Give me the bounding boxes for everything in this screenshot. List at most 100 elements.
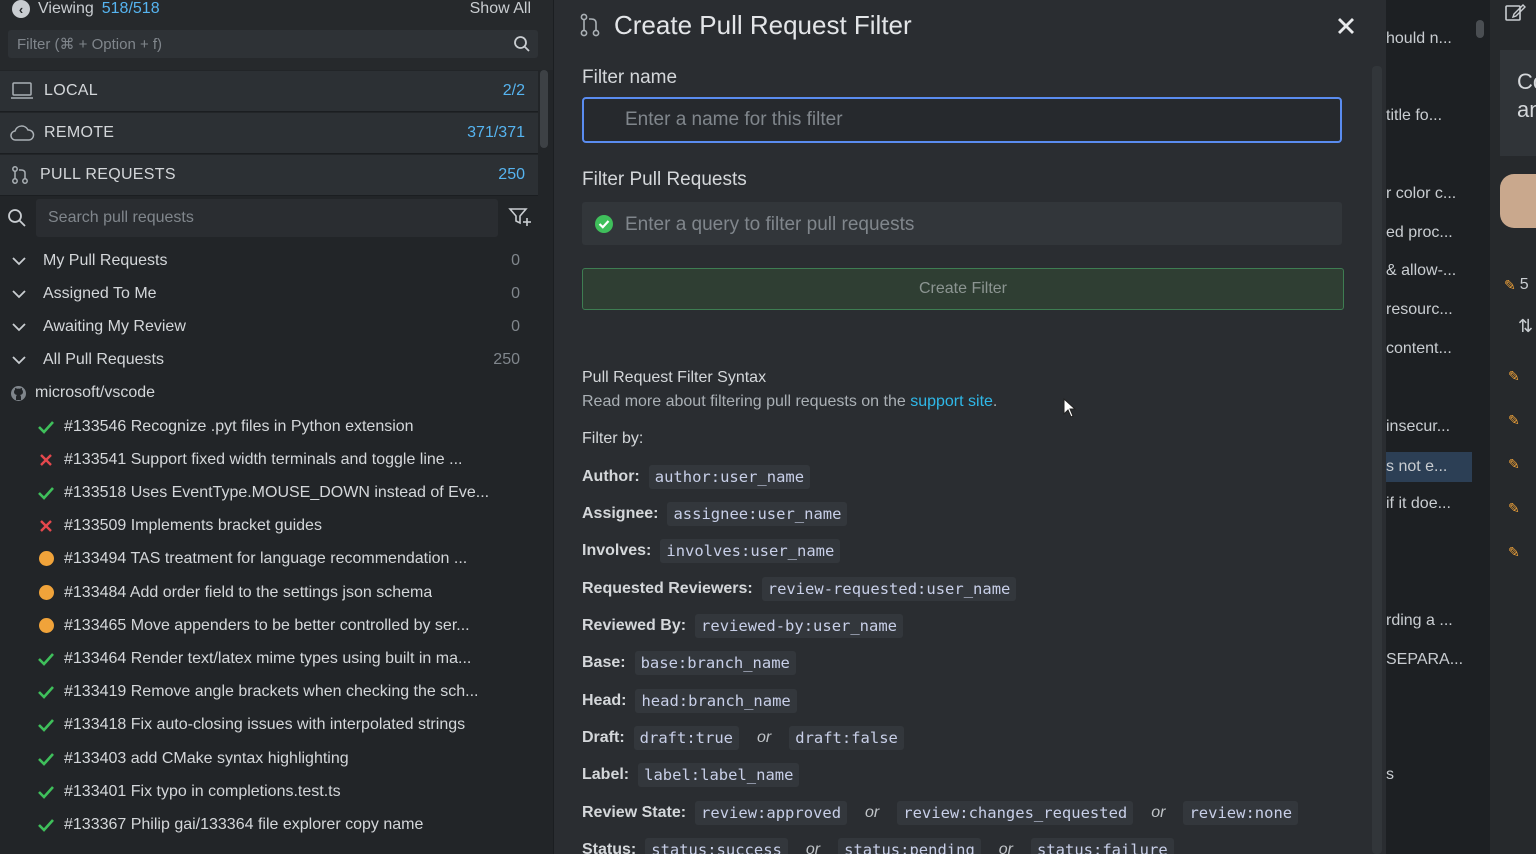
create-filter-button[interactable]: Create Filter [582, 268, 1344, 310]
syntax-title: Pull Request Filter Syntax [582, 369, 767, 386]
section-pull-requests[interactable]: PULL REQUESTS 250 [0, 155, 538, 196]
pencil-icon[interactable]: ✎ [1508, 412, 1520, 428]
pr-search-row: Search pull requests [0, 198, 538, 240]
background-snippet: ed proc... [1386, 224, 1453, 241]
syntax-row: Label:label:label_name [582, 761, 800, 789]
filter-name-field[interactable] [582, 97, 1342, 143]
filter-placeholder: Filter (⌘ + Option + f) [17, 36, 163, 53]
pull-request-title: #133546 Recognize .pyt files in Python e… [64, 417, 414, 435]
syntax-code: status:success [645, 838, 788, 854]
viewing-indicator: ‹ Viewing 518/518 [12, 0, 160, 18]
chevron-down-icon [12, 256, 26, 265]
syntax-row: Requested Reviewers:review-requested:use… [582, 575, 1017, 603]
syntax-row: Reviewed By:reviewed-by:user_name [582, 612, 904, 640]
pull-request-item[interactable]: #133419 Remove angle brackets when check… [36, 675, 526, 708]
pull-request-item[interactable]: #133465 Move appenders to be better cont… [36, 609, 526, 642]
pencil-icon[interactable]: ✎ [1508, 456, 1520, 472]
filter-input[interactable]: Filter (⌘ + Option + f) [8, 30, 538, 58]
query-input[interactable] [622, 202, 1327, 247]
background-snippet: resourc... [1386, 301, 1453, 318]
pencil-icon[interactable]: ✎ [1508, 500, 1520, 516]
pending-dot-icon [36, 618, 56, 633]
sidebar-scrollbar[interactable] [540, 70, 548, 148]
pull-request-icon [12, 166, 28, 184]
dialog-scrollbar[interactable] [1372, 66, 1382, 854]
show-all-button[interactable]: Show All [469, 0, 531, 17]
pull-request-item[interactable]: #133403 add CMake syntax highlighting [36, 742, 526, 775]
pull-request-item[interactable]: #133464 Render text/latex mime types usi… [36, 642, 526, 675]
or-separator: or [1151, 804, 1166, 821]
group-label: My Pull Requests [43, 251, 168, 269]
background-snippet: & allow-... [1386, 262, 1457, 279]
pull-request-title: #133367 Philip gai/133364 file explorer … [64, 815, 424, 833]
pr-search-placeholder: Search pull requests [48, 209, 194, 226]
section-label: REMOTE [44, 124, 115, 141]
syntax-label: Reviewed By: [582, 617, 687, 634]
pull-request-item[interactable]: #133367 Philip gai/133364 file explorer … [36, 808, 526, 841]
pull-request-item[interactable]: #133509 Implements bracket guides [36, 509, 526, 542]
background-snippet: rding a ... [1386, 612, 1453, 629]
syntax-code: draft:true [633, 726, 739, 750]
pull-request-item[interactable]: #133401 Fix typo in completions.test.ts [36, 775, 526, 808]
pencil-icon: ✎ [1504, 276, 1516, 293]
group-awaiting-my-review[interactable]: Awaiting My Review 0 [0, 310, 538, 343]
background-scrollbar[interactable] [1476, 20, 1484, 38]
or-separator: or [805, 841, 821, 854]
syntax-label: Assignee: [582, 505, 659, 522]
group-my-pull-requests[interactable]: My Pull Requests 0 [0, 244, 538, 277]
support-site-link[interactable]: support site [910, 393, 993, 410]
pull-request-item[interactable]: #133494 TAS treatment for language recom… [36, 542, 526, 575]
search-icon [8, 209, 26, 227]
syntax-label: Head: [582, 692, 627, 709]
pr-search-input[interactable]: Search pull requests [36, 199, 498, 237]
pull-request-item[interactable]: #133484 Add order field to the settings … [36, 576, 526, 609]
check-icon [36, 785, 56, 799]
back-icon[interactable]: ‹ [12, 0, 30, 18]
check-icon [36, 685, 56, 699]
syntax-code: label:label_name [638, 763, 800, 787]
cloud-icon [10, 125, 35, 141]
pull-request-item[interactable]: #133546 Recognize .pyt files in Python e… [36, 410, 526, 443]
background-snippet: if it doe... [1386, 495, 1451, 512]
syntax-code: review-requested:user_name [761, 577, 1017, 601]
pull-request-title: #133541 Support fixed width terminals an… [64, 450, 463, 468]
edit-icon[interactable] [1504, 2, 1526, 24]
or-separator: or [865, 804, 880, 821]
close-button[interactable] [1333, 13, 1359, 39]
section-local[interactable]: LOCAL 2/2 [0, 71, 538, 112]
section-label: LOCAL [44, 82, 98, 99]
group-assigned-to-me[interactable]: Assigned To Me 0 [0, 277, 538, 310]
section-label: PULL REQUESTS [40, 166, 176, 183]
section-count: 2/2 [502, 82, 525, 99]
pull-request-item[interactable]: #133541 Support fixed width terminals an… [36, 443, 526, 476]
filter-add-icon[interactable] [508, 206, 532, 228]
background-snippet: SEPARA... [1386, 651, 1464, 668]
avatar [1500, 174, 1536, 228]
pull-request-item[interactable]: #133418 Fix auto-closing issues with int… [36, 708, 526, 741]
filter-name-input[interactable] [584, 99, 1340, 141]
viewing-count: 518/518 [101, 0, 160, 17]
check-icon [36, 752, 56, 766]
create-filter-dialog: Create Pull Request Filter Filter name F… [554, 0, 1386, 854]
filter-prs-label: Filter Pull Requests [582, 169, 747, 190]
query-field[interactable] [582, 202, 1342, 247]
syntax-label: Status: [582, 841, 637, 854]
repo-header[interactable]: microsoft/vscode [10, 382, 155, 404]
chevron-down-icon [12, 289, 26, 298]
group-all-pull-requests[interactable]: All Pull Requests 250 [0, 343, 538, 376]
check-icon [36, 420, 56, 434]
syntax-row: Assignee:assignee:user_name [582, 500, 848, 528]
background-snippet: title fo... [1386, 107, 1443, 124]
sort-icon[interactable]: ⇅ [1518, 316, 1534, 336]
pencil-icon[interactable]: ✎ [1508, 544, 1520, 560]
computer-icon [11, 82, 33, 99]
background-snippet: hould n... [1386, 30, 1452, 47]
pencil-icon[interactable]: ✎ [1508, 368, 1520, 384]
background-snippet: r color c... [1386, 185, 1457, 202]
pull-request-title: #133518 Uses EventType.MOUSE_DOWN instea… [64, 483, 490, 501]
background-snippet: s [1386, 766, 1394, 783]
section-remote[interactable]: REMOTE 371/371 [0, 113, 538, 154]
pull-request-item[interactable]: #133518 Uses EventType.MOUSE_DOWN instea… [36, 476, 526, 509]
group-label: Awaiting My Review [43, 317, 186, 335]
